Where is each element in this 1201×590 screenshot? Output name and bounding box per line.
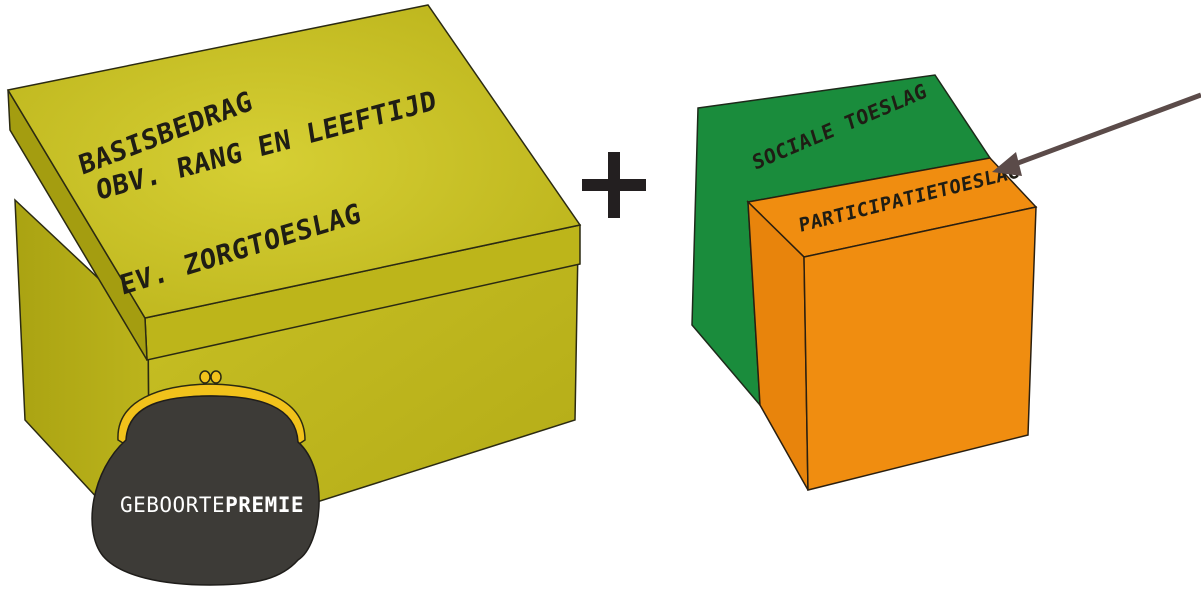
pointer-arrow-icon [992,95,1201,176]
benefit-cube: SOCIALE TOESLAG PARTICIPATIETOESLAG [692,75,1036,490]
plus-icon [582,152,646,218]
purse-label-premie: PREMIE [225,493,304,517]
purse-label: GEBOORTEPREMIE [120,493,304,517]
purse-label-geboorte: GEBOORTE [120,493,225,517]
cube-orange-front [804,207,1036,490]
